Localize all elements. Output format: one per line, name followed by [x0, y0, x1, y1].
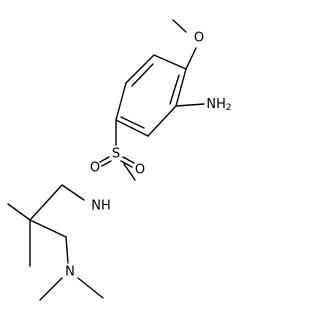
bond-s-o-right-b — [120, 160, 133, 168]
atom-amine: NH2 — [206, 97, 231, 114]
bond-ring-double-2 — [120, 116, 145, 129]
bond-methoxy-ring — [185, 47, 197, 70]
bond-sulfur-nh — [123, 163, 136, 181]
bond-quat-ch2 — [29, 184, 63, 221]
atom-methoxy-oxygen: O — [194, 31, 204, 46]
bond-ring-double-1 — [169, 74, 180, 105]
atom-labels: O NH2 S O O NH N — [65, 31, 231, 280]
bond-ring-c6-c5 — [125, 54, 155, 84]
bond-ring-c2-c1 — [115, 119, 149, 137]
bond-quat-ch2-down — [29, 219, 67, 238]
bond-quat-methyl-left — [7, 203, 31, 221]
bond-ring-amine — [175, 103, 205, 107]
bond-methoxy-methyl — [172, 19, 187, 33]
bond-ring-double-3 — [131, 63, 154, 87]
bonds — [7, 19, 205, 301]
bond-s-o-right-a — [122, 156, 135, 164]
bond-s-o-left-b — [101, 160, 112, 167]
bond-n-methyl-left — [39, 277, 63, 301]
atom-sulfonamide-nh: NH — [91, 199, 111, 214]
bond-n-methyl-right — [77, 277, 104, 299]
bond-ring-c5-c4 — [153, 54, 187, 70]
bond-ring-c1-c6 — [115, 82, 127, 121]
bond-ring-c3-c2 — [147, 105, 177, 137]
bond-ch2-nh — [61, 184, 85, 201]
bond-ch2-n — [65, 236, 69, 264]
atom-sulfonyl-oxygen-left: O — [90, 161, 100, 176]
bond-ring-c4-c3 — [175, 68, 187, 107]
atom-sulfonyl-oxygen-right: O — [135, 163, 145, 178]
atom-dimethylamine-nitrogen: N — [65, 265, 75, 280]
molecule-structure: O NH2 S O O NH N — [7, 19, 232, 301]
bond-s-o-left-a — [99, 156, 110, 163]
atom-sulfur: S — [112, 147, 120, 162]
